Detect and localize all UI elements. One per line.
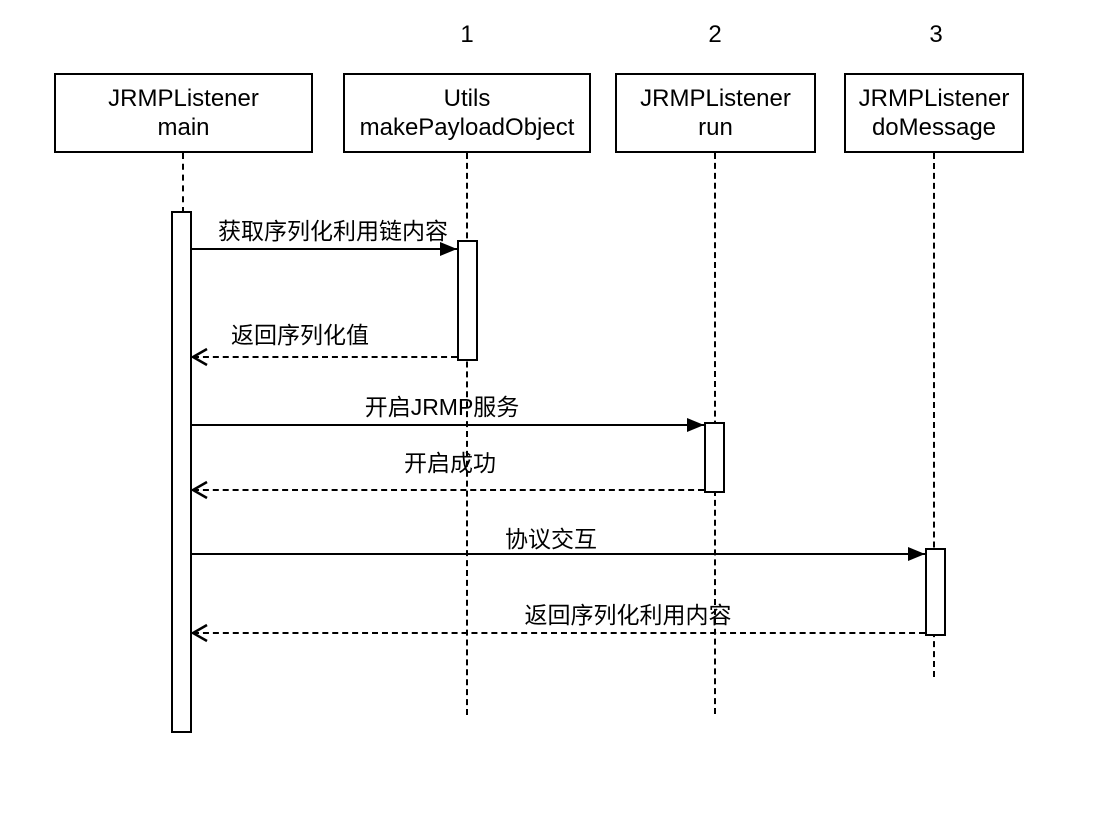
arrowhead-filled-icon [908,547,925,561]
actor-method-line: doMessage [871,114,997,141]
actor-name-line: JRMPListener [858,85,1010,112]
arrowhead-filled-icon [440,242,457,256]
arrowhead-open-icon [189,479,211,506]
arrowhead-filled-icon [687,418,704,432]
message-label: 返回序列化利用内容 [524,602,732,628]
actor-box-jrmplistener-main: JRMPListener main [54,73,313,153]
actor-box-utils-makepayloadobject: Utils makePayloadObject [343,73,591,153]
actor-name-line: JRMPListener [108,85,259,112]
message-label: 返回序列化值 [231,322,369,348]
actor-box-jrmplistener-run: JRMPListener run [615,73,816,153]
actor-name-line: Utils [443,85,491,112]
actor-name-line: JRMPListener [640,85,791,112]
arrowhead-open-icon [189,346,211,373]
message-line-return [193,489,704,491]
message-line-sync [192,248,457,250]
message-line-return [193,356,457,358]
activation-makepayloadobject [457,240,478,361]
step-number-2: 2 [708,21,722,48]
activation-main [171,211,192,733]
lifeline-main [182,153,184,213]
message-line-sync [192,424,704,426]
message-label: 开启成功 [404,450,496,476]
step-number-3: 3 [929,21,943,48]
message-label: 协议交互 [505,526,597,552]
message-line-sync [192,553,925,555]
actor-method-line: makePayloadObject [359,114,575,141]
actor-method-line: main [157,114,210,141]
step-number-1: 1 [460,21,474,48]
lifeline-domessage [933,153,935,677]
actor-method-line: run [698,114,733,141]
activation-run [704,422,725,493]
message-label: 开启JRMP服务 [364,394,520,420]
message-line-return [193,632,925,634]
lifeline-makepayloadobject [466,153,468,715]
message-label: 获取序列化利用链内容 [218,218,448,244]
arrowhead-open-icon [189,622,211,649]
actor-box-jrmplistener-domessage: JRMPListener doMessage [844,73,1024,153]
activation-domessage [925,548,946,636]
